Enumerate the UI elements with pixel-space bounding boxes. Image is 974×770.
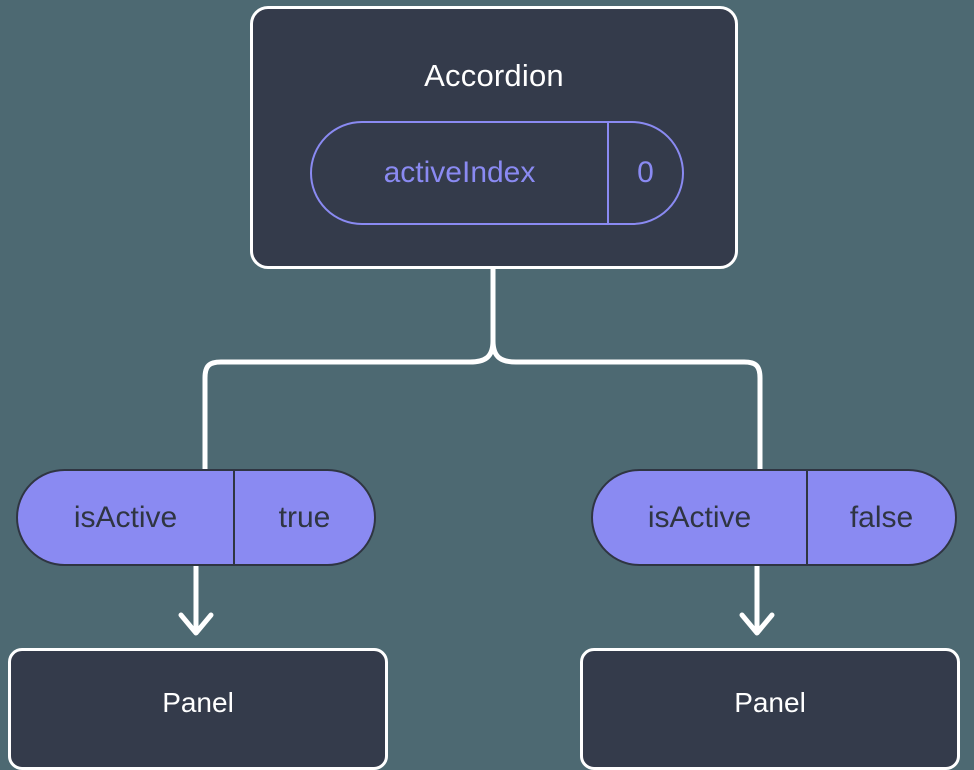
panel-card-left[interactable]: Panel <box>8 648 388 770</box>
prop-value-label: true <box>278 500 331 534</box>
prop-pill-is-active-false[interactable]: isActive false <box>591 469 957 566</box>
prop-pill-is-active-true[interactable]: isActive true <box>16 469 376 566</box>
prop-key-label: isActive <box>593 471 808 564</box>
connector-branch-left <box>202 338 496 481</box>
state-value-label: 0 <box>637 156 654 189</box>
prop-value-label: false <box>849 500 914 534</box>
panel-title: Panel <box>734 687 806 718</box>
prop-key-label: isActive <box>18 471 235 564</box>
arrow-head-right-icon <box>739 612 775 636</box>
accordion-component-card[interactable]: Accordion activeIndex 0 <box>250 6 738 269</box>
state-pill-active-index[interactable]: activeIndex 0 <box>310 121 684 225</box>
arrow-head-left-icon <box>178 612 214 636</box>
panel-title: Panel <box>162 687 234 718</box>
panel-card-right[interactable]: Panel <box>580 648 960 770</box>
connector-branch-right <box>490 338 763 481</box>
accordion-title: Accordion <box>424 58 564 93</box>
state-key-label: activeIndex <box>312 123 609 223</box>
